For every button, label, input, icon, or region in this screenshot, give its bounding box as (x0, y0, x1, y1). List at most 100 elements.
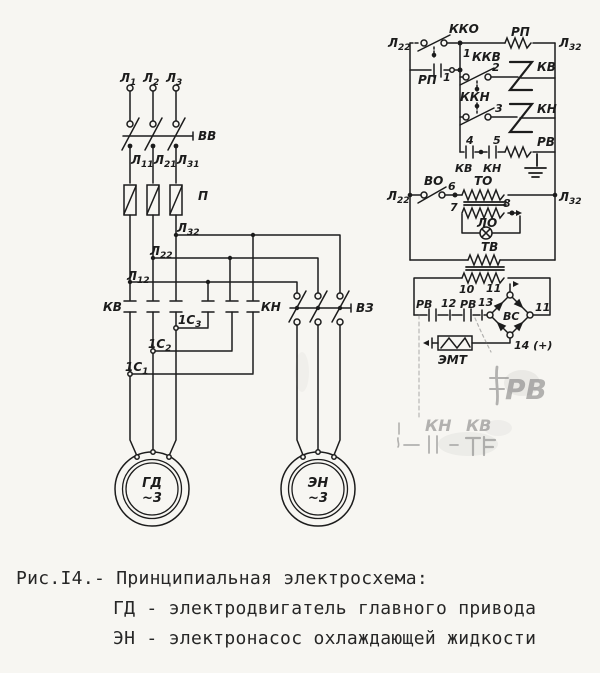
schematic-label: Л31 (176, 153, 200, 170)
button-kko-icon (409, 34, 451, 58)
schematic-label: Л32 (558, 36, 582, 53)
schematic-label: 8 (503, 197, 511, 210)
schematic-label: Л32 (558, 190, 582, 207)
schematic-label: Л32 (176, 221, 200, 238)
schematic-label: КН (483, 162, 501, 175)
coil-rv-icon (504, 144, 532, 160)
schematic-label: РВ (460, 298, 476, 311)
schematic-label: 12 (441, 297, 457, 310)
label-fuse: П (198, 189, 208, 203)
label-transformer-tv: ТВ (481, 240, 498, 254)
ground-icon (524, 153, 547, 178)
transformer-tv-secondary-icon (461, 270, 505, 286)
schematic-label: Л22 (386, 189, 410, 206)
contact-rp-icon (409, 63, 461, 78)
label-contactor-kn: КН (261, 300, 281, 314)
schematic-canvas: Л1Л2Л3ВВЛ11Л21Л31ПЛ32Л22Л12КВКНВЗ1С31С21… (103, 22, 582, 527)
label-coil-kv: КВ (537, 60, 556, 74)
rv-contacts-icon (413, 308, 488, 322)
schematic-label: 11 (535, 301, 550, 314)
switch-vo-icon (409, 186, 447, 204)
label-motor-en: ЭН (308, 476, 329, 491)
coil-rp-icon (504, 35, 532, 51)
label-button-kko: ККО (449, 22, 479, 36)
schematic-label: ~3 (308, 491, 328, 506)
label-contactor-kv: КВ (103, 300, 122, 314)
aux-contacts-icon (459, 145, 506, 159)
label-rectifier-vs: ВС (503, 310, 519, 323)
label-line-l2: Л2 (142, 71, 159, 88)
power-section (114, 84, 356, 527)
schematic-label: Л21 (153, 153, 177, 170)
schematic-label: 14 (+) (514, 339, 552, 352)
schematic-label: 1 (443, 71, 451, 84)
transformer-to-primary-icon (461, 187, 505, 203)
schematic-label: 1С1 (125, 360, 148, 377)
schematic-label: Л11 (130, 153, 154, 170)
schematic-label: 1С2 (148, 337, 171, 354)
schematic-label: 7 (450, 201, 458, 214)
schematic-label: Л22 (387, 36, 411, 53)
power-junctions (127, 143, 343, 311)
schematic-label: 11 (486, 282, 501, 295)
label-line-l3: Л3 (165, 71, 182, 88)
pencil-scrawl (495, 365, 499, 406)
bridge-rectifier-icon (486, 281, 534, 339)
figure-caption: Рис.I4.- Принципиальная электросхема: ГД… (0, 558, 600, 649)
label-transformer-to: ТО (474, 174, 492, 188)
transformer-tv-primary-icon (467, 252, 501, 268)
schematic-label: 1С3 (178, 313, 201, 330)
transformer-to-core-icon (463, 201, 507, 206)
motor-en-icon (280, 449, 356, 527)
control-junctions (407, 40, 558, 216)
caption-line-3: ЭН - электронасос охлаждающей жидкости (113, 628, 537, 649)
label-line-l1: Л1 (119, 71, 136, 88)
label-button-kkn: ККН (460, 90, 490, 104)
schematic-label: 10 (459, 283, 475, 296)
schematic-label: РВ (416, 298, 432, 311)
schematic-label: РП (418, 73, 437, 87)
pencil-label-kv: КВ (466, 416, 491, 435)
contactor-contacts-icon (123, 300, 260, 313)
pencil-contact-sketch (403, 435, 459, 454)
coil-kv-icon (507, 60, 535, 92)
brake-emt-icon (423, 335, 473, 351)
switch-vv-icon (121, 117, 194, 151)
control-section (409, 34, 556, 351)
schematic-label: 3 (495, 102, 503, 115)
label-coil-rv: РВ (537, 135, 555, 149)
schematic-label: Л12 (126, 269, 150, 286)
label-motor-gd: ГД (142, 476, 162, 491)
caption-line-1: Рис.I4.- Принципиальная электросхема: (16, 568, 429, 589)
label-switch-vz: ВЗ (356, 301, 374, 315)
lamp-lo-icon (479, 226, 493, 240)
schematic-label: 1 (463, 47, 471, 60)
pencil-smudges (295, 352, 540, 456)
label-lamp-lo: ЛО (476, 216, 497, 230)
arrow-icon (516, 210, 522, 216)
schematic-label: 2 (492, 61, 500, 74)
pencil-label-kn: КН (425, 416, 452, 435)
pencil-label-rv: РВ (505, 373, 547, 406)
schematic-label: ~3 (142, 491, 162, 506)
schematic-label: 5 (493, 134, 501, 147)
label-coil-kn: КН (537, 102, 557, 116)
schematic-label: 4 (465, 134, 474, 147)
schematic-label: 13 (478, 296, 494, 309)
label-brake-emt: ЭМТ (438, 353, 468, 367)
schematic-label: 6 (448, 180, 456, 193)
label-switch-vo: ВО (424, 174, 443, 188)
schematic-label: Л22 (149, 244, 173, 261)
transformer-to-secondary-icon (461, 205, 505, 221)
transformer-tv-core-icon (465, 266, 505, 271)
motor-gd-icon (114, 449, 190, 527)
caption-line-2: ГД - электродвигатель главного привода (113, 598, 537, 619)
label-relay-rp: РП (511, 25, 530, 39)
schematic-label: КВ (455, 162, 472, 175)
label-button-kkv: ККВ (472, 50, 501, 64)
button-kkn-icon (459, 102, 495, 126)
label-switch-vv: ВВ (198, 129, 216, 143)
pencil-annotations (396, 314, 509, 457)
